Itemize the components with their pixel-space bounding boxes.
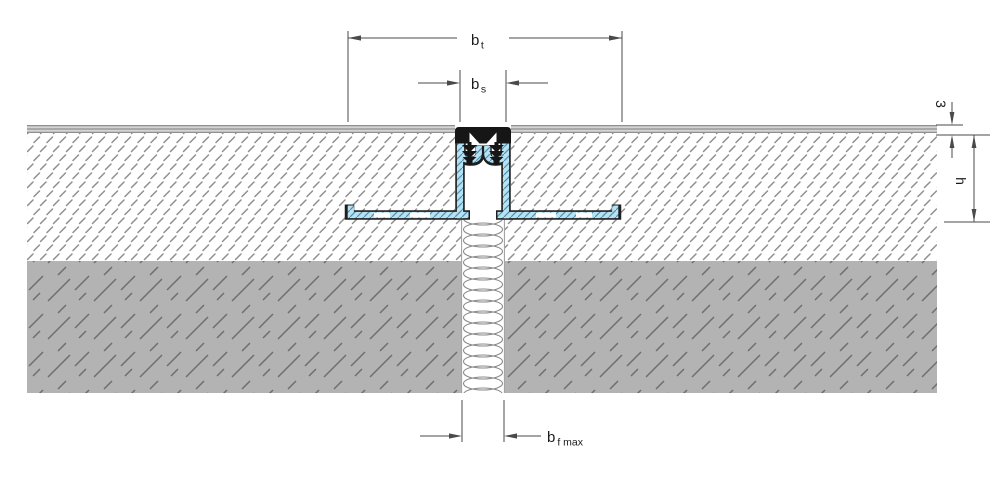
- h-arrow-bottom: [971, 209, 977, 222]
- filler-coil-pattern: [461, 220, 505, 393]
- slab-right: [503, 261, 937, 393]
- covering-joint-lines: [27, 125, 937, 133]
- screed-layer: [27, 133, 937, 261]
- insert-right-barb: [489, 142, 504, 166]
- bt-arrow-right: [609, 35, 622, 41]
- label-h: h: [953, 177, 969, 185]
- bt-arrow-left: [348, 35, 361, 41]
- bf-arrow-right: [504, 433, 517, 439]
- label-3: 3: [933, 100, 949, 108]
- bs-arrow-right: [506, 80, 519, 86]
- screed-right: [503, 133, 937, 261]
- rubber-insert: [455, 127, 511, 166]
- dim3-arrow-top: [949, 112, 955, 125]
- aluminum-profile: [344, 141, 622, 220]
- screed-left: [27, 133, 462, 261]
- anchor-leg-holes: [374, 212, 592, 218]
- dimension-arrowheads: [348, 35, 977, 439]
- dim3-arrow-bottom: [949, 135, 955, 148]
- insert-left-barb: [462, 142, 477, 166]
- dimension-3-lines: [936, 102, 990, 158]
- insert-m-top: [455, 127, 511, 144]
- h-arrow-top: [971, 135, 977, 148]
- dimension-h-lines: [944, 135, 990, 223]
- dimension-graphics: [347, 31, 990, 442]
- concrete-slab-layer: [27, 261, 937, 393]
- joint-filler-strip: [461, 220, 505, 393]
- dimension-bt-lines: [347, 31, 623, 122]
- slab-left: [27, 261, 462, 393]
- bf-arrow-left: [449, 433, 462, 439]
- floor-covering-layer: [27, 125, 937, 133]
- filler-edge-lines: [461, 220, 505, 393]
- dimension-bf-lines: [420, 400, 541, 442]
- bs-arrow-left: [447, 80, 460, 86]
- dimension-bs-lines: [418, 70, 548, 122]
